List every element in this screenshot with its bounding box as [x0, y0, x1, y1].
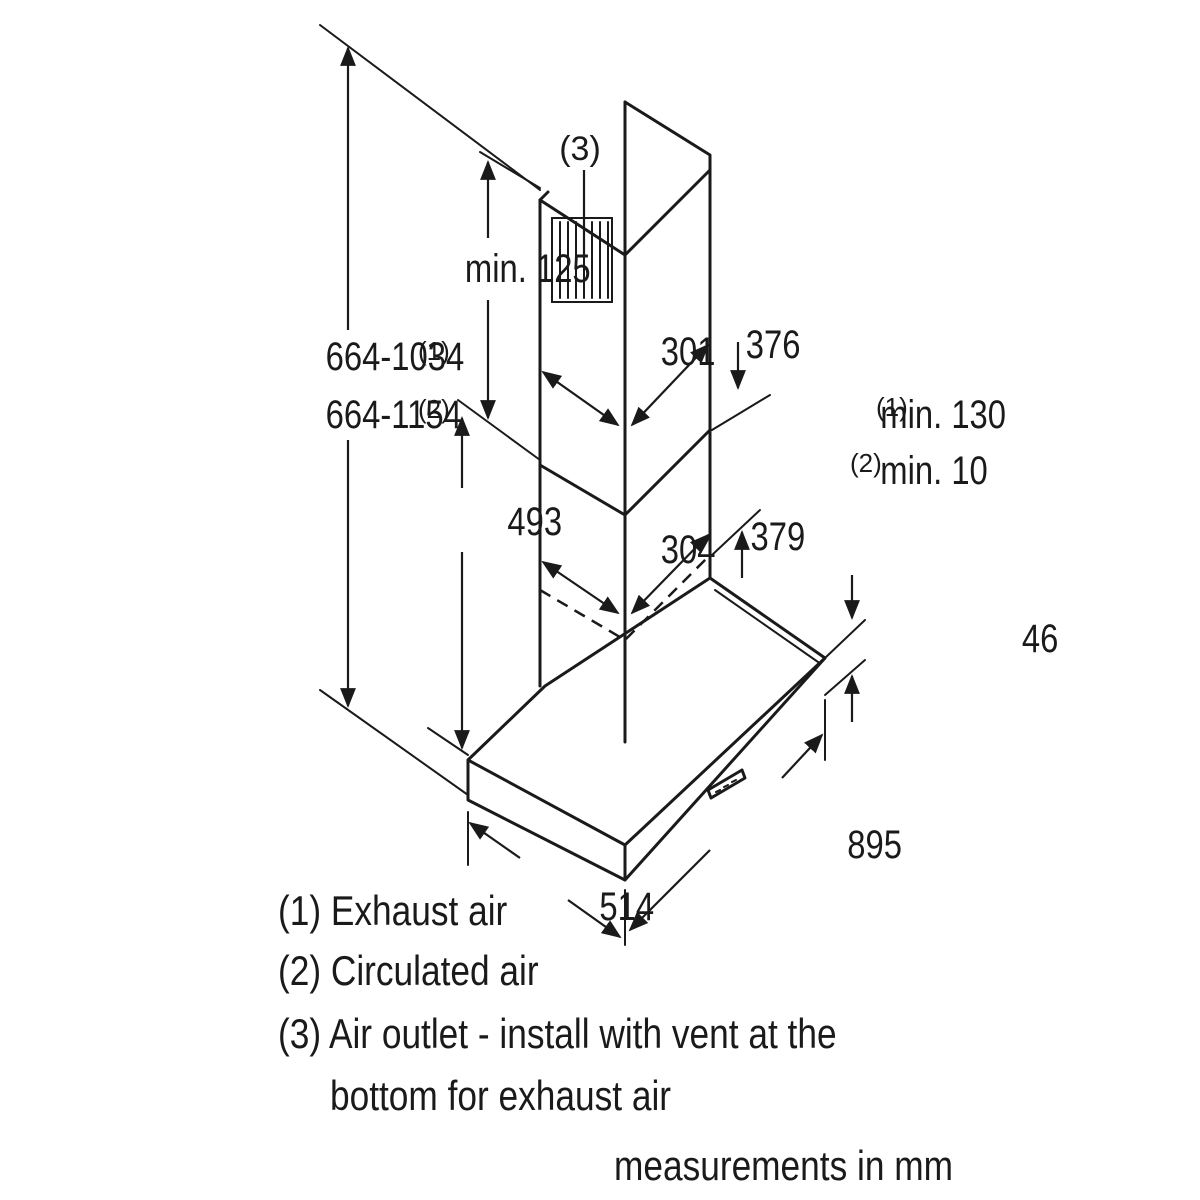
control-panel-icon [706, 768, 747, 800]
units-note: measurements in mm [614, 1143, 953, 1190]
total-height-circulated-label: 664-1154 [326, 392, 462, 437]
legend-item-circulated-air: (2) Circulated air [278, 948, 539, 995]
min-top-label: min. 125 [465, 246, 591, 291]
upper-chimney-depth-label: 301 [661, 329, 716, 374]
hood-width-label: 895 [847, 822, 902, 867]
lower-chimney-depth-label: 304 [661, 527, 716, 572]
lower-height-label: 493 [507, 499, 562, 544]
legend-item-air-outlet-cont: bottom for exhaust air [330, 1073, 671, 1120]
lower-chimney-width-label: 379 [750, 514, 805, 559]
legend-item-air-outlet: (3) Air outlet - install with vent at th… [278, 1011, 837, 1058]
legend: (1) Exhaust air (2) Circulated air (3) A… [278, 888, 953, 1190]
total-height-circulated-note: (2) [418, 394, 450, 424]
overlap-exhaust-note: (1) [876, 392, 908, 422]
dimension-labels: 664-1034 (1) 664-1154 (2) min. 125 493 3… [326, 246, 1059, 929]
air-outlet-vent-icon [551, 170, 613, 303]
hood-depth-label: 514 [599, 884, 654, 929]
overlap-circulated-note: (2) [850, 448, 882, 478]
total-height-exhaust-note: (1) [418, 336, 450, 366]
dimension-arrows [340, 46, 860, 939]
hood-thickness-label: 46 [1022, 616, 1058, 661]
upper-chimney-width-label: 376 [746, 322, 801, 367]
overlap-circulated-label: min. 10 [880, 448, 988, 493]
total-height-exhaust-label: 664-1034 [326, 334, 465, 379]
legend-item-exhaust-air: (1) Exhaust air [278, 888, 507, 935]
hood-canopy [466, 576, 827, 882]
overlap-exhaust-label: min. 130 [880, 392, 1006, 437]
air-outlet-marker: (3) [559, 130, 601, 168]
